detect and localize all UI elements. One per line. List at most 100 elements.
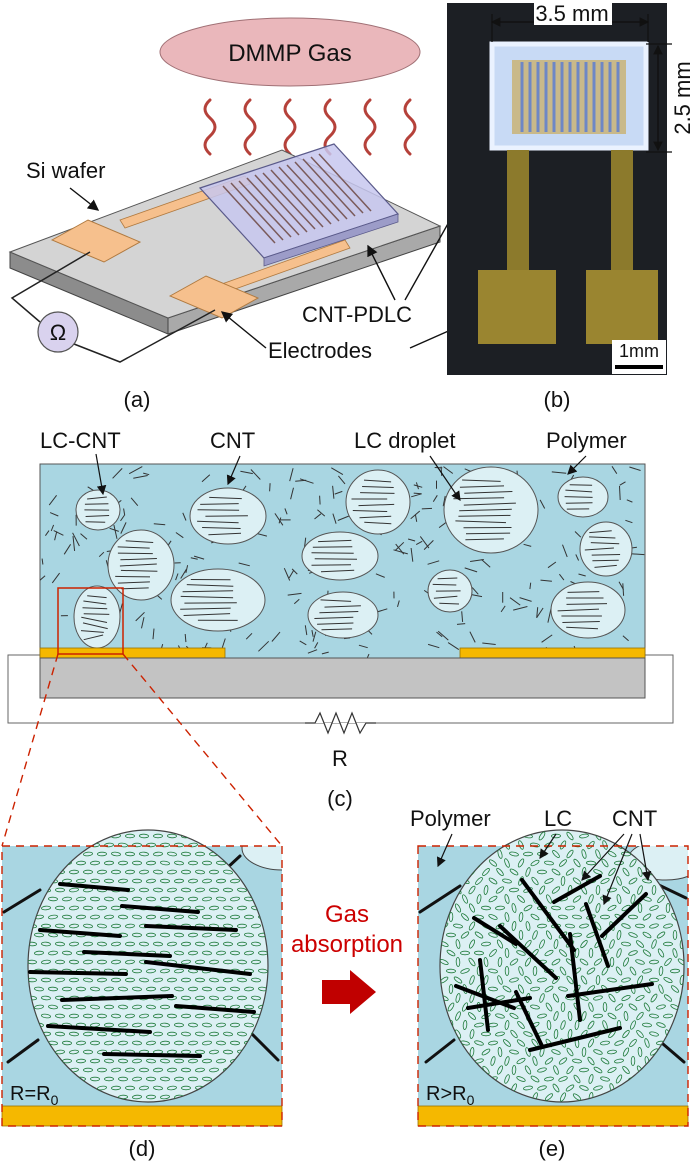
caption-e: (e) xyxy=(539,1136,566,1161)
cnt-fiber xyxy=(54,531,58,541)
caption-c: (c) xyxy=(327,786,353,811)
lc-molecule xyxy=(651,831,657,841)
lc-molecule xyxy=(216,1022,226,1028)
lc-molecule xyxy=(55,905,66,911)
lc-molecule xyxy=(440,941,449,947)
cnt-fiber xyxy=(469,631,476,643)
photo-pad xyxy=(478,270,556,344)
lc-molecule xyxy=(251,977,261,983)
cnt-fiber xyxy=(299,478,314,484)
lc-molecule xyxy=(209,941,219,947)
lc-molecule xyxy=(490,1056,496,1066)
lc-molecule xyxy=(628,950,638,956)
lc-molecule xyxy=(524,957,532,967)
lc-molecule xyxy=(462,894,468,904)
cnt-fiber xyxy=(541,634,553,643)
lc-molecule xyxy=(672,948,678,958)
zoom-box xyxy=(57,587,124,655)
lc-molecule xyxy=(628,932,638,938)
lc-molecule xyxy=(202,1022,212,1028)
cnt-fiber xyxy=(611,466,618,474)
lc-molecule xyxy=(658,984,664,994)
lc-molecule xyxy=(488,895,498,903)
cnt-fiber xyxy=(415,540,423,546)
cnt-fiber xyxy=(289,468,294,482)
lc-molecule xyxy=(209,833,219,839)
lc-molecule xyxy=(181,941,191,947)
lc-molecule xyxy=(650,993,658,1003)
lc-molecule xyxy=(132,860,142,866)
lc-molecule xyxy=(469,1047,475,1057)
lc-molecule xyxy=(195,959,205,965)
lc-molecule xyxy=(537,1013,547,1019)
lc-molecule xyxy=(146,1004,156,1010)
lc-molecule xyxy=(656,1022,666,1028)
lc-molecule xyxy=(237,905,247,911)
lc-molecule xyxy=(181,995,191,1001)
lc-molecule xyxy=(244,932,254,938)
lc-molecule xyxy=(480,1031,491,1037)
lc-molecule xyxy=(455,1011,461,1021)
cnt-fiber xyxy=(238,562,250,567)
lc-molecule xyxy=(55,1013,65,1019)
lc-molecule xyxy=(132,878,142,884)
si-substrate xyxy=(39,657,646,699)
lc-molecule xyxy=(587,1056,595,1066)
lc-molecule xyxy=(138,1067,149,1073)
cnt-fiber xyxy=(293,598,300,605)
lc-molecule xyxy=(565,1084,575,1092)
lc-molecule xyxy=(481,941,491,947)
droplet-cnt xyxy=(569,484,593,486)
lc-molecule xyxy=(566,1047,574,1057)
lc-molecule xyxy=(202,950,212,956)
lc-molecule xyxy=(462,1020,468,1030)
lc-molecule xyxy=(455,939,461,949)
ohm-symbol: Ω xyxy=(50,320,66,345)
droplet-cnt xyxy=(352,510,388,512)
lc-molecule xyxy=(600,1057,610,1065)
droplet-cnt xyxy=(321,628,353,631)
lc-molecule xyxy=(97,941,107,947)
cnt-fiber xyxy=(334,490,343,495)
lc-molecule xyxy=(139,851,149,857)
lc-molecule xyxy=(495,832,505,840)
lc-molecule xyxy=(195,995,205,1001)
lc-molecule xyxy=(623,1011,629,1021)
lc-molecule xyxy=(230,878,240,884)
lc-molecule xyxy=(69,923,79,929)
lc-molecule xyxy=(125,1067,135,1073)
lc-molecule xyxy=(48,932,58,938)
aligned-cnts xyxy=(28,882,256,1058)
lc-molecule xyxy=(209,995,219,1001)
lc-molecule xyxy=(167,977,177,983)
lc-molecule xyxy=(111,977,121,983)
lc-molecule xyxy=(607,977,617,983)
lc-molecule xyxy=(453,832,463,840)
lc-molecule xyxy=(560,876,566,886)
lc-molecule xyxy=(83,905,93,911)
cnt-pointer-e3 xyxy=(639,833,652,882)
cnt-fiber xyxy=(274,513,284,526)
lc-molecule xyxy=(83,977,93,983)
lc-molecule xyxy=(237,923,247,929)
lc-molecule xyxy=(111,941,121,947)
lc-molecule xyxy=(453,923,463,929)
lc-molecule xyxy=(237,959,247,965)
cnt-fiber xyxy=(299,640,307,646)
droplet-cnt xyxy=(565,502,593,504)
transition-arrow xyxy=(322,970,376,1014)
droplet-cnt xyxy=(564,496,593,498)
lc-molecule xyxy=(160,1022,170,1028)
lc-molecule xyxy=(174,1058,184,1064)
lc-molecule xyxy=(665,831,671,841)
lc-molecule xyxy=(55,923,65,929)
lc-molecule xyxy=(146,860,156,866)
resistor-label: R xyxy=(332,746,348,771)
cnt-fiber xyxy=(245,632,253,640)
lc-molecule xyxy=(237,833,247,839)
lc-molecule xyxy=(76,860,86,866)
lc-molecule xyxy=(504,966,510,976)
lc-molecule xyxy=(76,1040,86,1046)
lc-molecule xyxy=(160,1058,170,1064)
cnt-fiber xyxy=(307,649,318,654)
